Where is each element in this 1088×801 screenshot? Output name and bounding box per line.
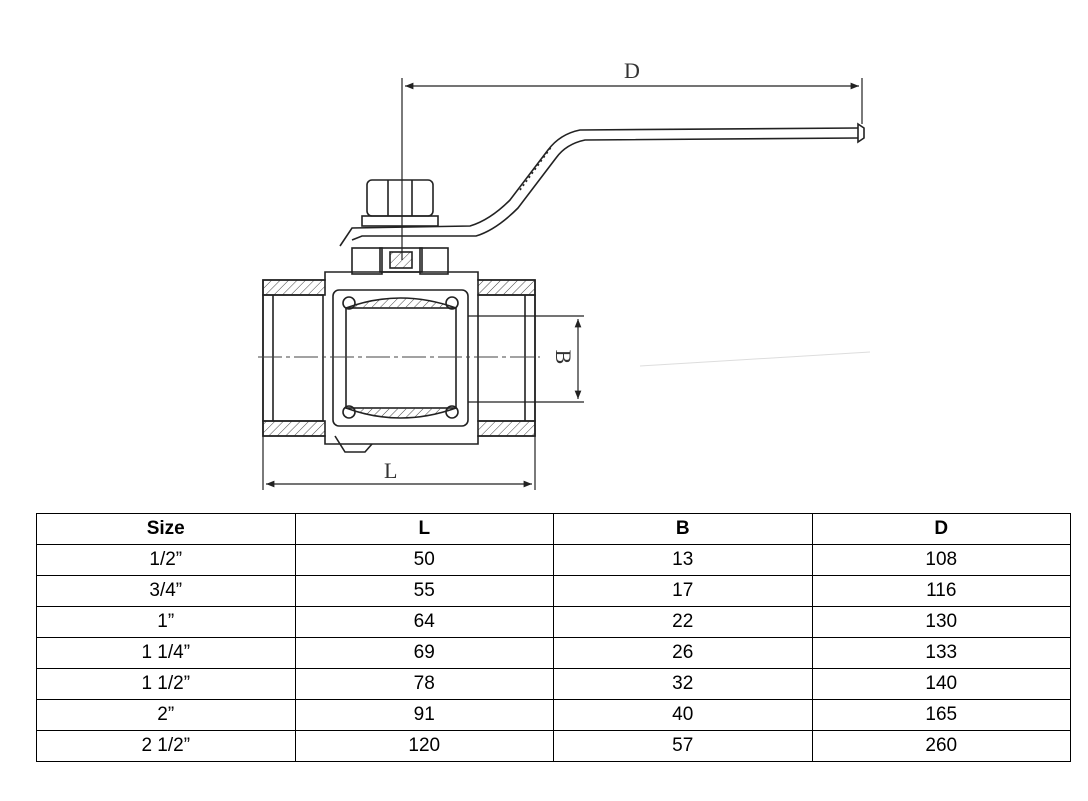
cell-l: 50 [294, 544, 554, 576]
table-row: 3/4” 55 17 116 [36, 575, 1071, 607]
cell-d: 116 [811, 575, 1071, 607]
header-d: D [811, 513, 1071, 545]
cell-size: 1” [36, 606, 296, 638]
cell-d: 133 [811, 637, 1071, 669]
table-row: 1/2” 50 13 108 [36, 544, 1071, 576]
cell-l: 64 [294, 606, 554, 638]
table-row: 1 1/2” 78 32 140 [36, 668, 1071, 700]
cell-size: 1 1/4” [36, 637, 296, 669]
cell-b: 13 [553, 544, 813, 576]
extension-line [639, 351, 871, 367]
cell-l: 78 [294, 668, 554, 700]
dimensions-table: Size L B D 1/2” 50 13 108 3/4” 55 17 116… [36, 513, 1071, 762]
cell-b: 32 [553, 668, 813, 700]
dimension-d [401, 78, 863, 260]
cell-b: 17 [553, 575, 813, 607]
table-row: 2 1/2” 120 57 260 [36, 730, 1071, 762]
table-header-row: Size L B D [36, 513, 1071, 545]
cell-size: 1 1/2” [36, 668, 296, 700]
valve-body [262, 179, 536, 453]
dimension-b [468, 315, 584, 403]
table-row: 1 1/4” 69 26 133 [36, 637, 1071, 669]
dimension-l [262, 436, 536, 490]
header-size: Size [36, 513, 296, 545]
cell-b: 40 [553, 699, 813, 731]
dimension-b-label: B [551, 350, 576, 365]
cell-b: 22 [553, 606, 813, 638]
cell-l: 91 [294, 699, 554, 731]
cell-l: 69 [294, 637, 554, 669]
header-l: L [294, 513, 554, 545]
cell-size: 2 1/2” [36, 730, 296, 762]
ball-valve-drawing: D B L [258, 58, 871, 490]
cell-d: 108 [811, 544, 1071, 576]
cell-d: 130 [811, 606, 1071, 638]
cell-l: 55 [294, 575, 554, 607]
cell-size: 3/4” [36, 575, 296, 607]
cell-size: 2” [36, 699, 296, 731]
table-row: 2” 91 40 165 [36, 699, 1071, 731]
table-row: 1” 64 22 130 [36, 606, 1071, 638]
lever-handle [339, 122, 865, 247]
cell-d: 140 [811, 668, 1071, 700]
cell-b: 26 [553, 637, 813, 669]
dimension-d-label: D [624, 58, 640, 83]
dimension-l-label: L [384, 458, 397, 483]
cell-b: 57 [553, 730, 813, 762]
cell-size: 1/2” [36, 544, 296, 576]
cell-d: 260 [811, 730, 1071, 762]
cell-l: 120 [294, 730, 554, 762]
cell-d: 165 [811, 699, 1071, 731]
header-b: B [553, 513, 813, 545]
